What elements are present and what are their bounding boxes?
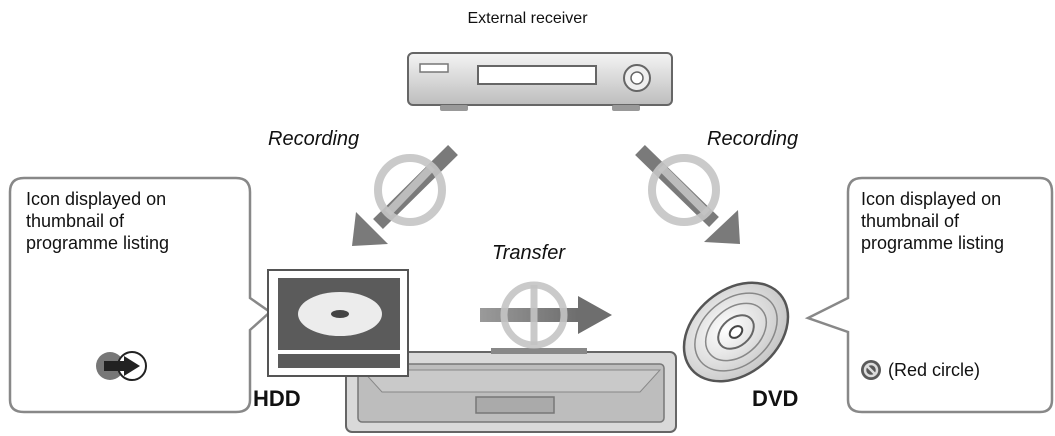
callout-left-line: thumbnail of — [26, 211, 125, 231]
callout-left — [8, 176, 273, 414]
transfer-arrow — [480, 281, 612, 349]
callout-right-line: Icon displayed on — [861, 189, 1002, 209]
hdd-icon — [267, 269, 409, 377]
dvd-disc-icon — [682, 281, 790, 383]
callout-right — [804, 176, 1054, 414]
recording-arrow-left — [352, 145, 458, 246]
callout-right-line: thumbnail of — [861, 211, 960, 231]
red-circle-label: (Red circle) — [888, 360, 981, 380]
external-receiver — [407, 52, 673, 111]
callout-left-text: Icon displayed on thumbnail of programme… — [26, 188, 169, 254]
transfer-label: Transfer — [492, 242, 565, 264]
recording-label-right: Recording — [707, 128, 799, 150]
recording-label-left: Recording — [268, 128, 360, 150]
callout-right-line: programme listing — [861, 233, 1005, 253]
receiver-label: External receiver — [467, 10, 588, 27]
recording-arrow-right — [635, 144, 740, 244]
recorder-unit — [345, 348, 677, 433]
transfer-status-icon — [96, 351, 147, 381]
callout-left-line: Icon displayed on — [26, 189, 167, 209]
callout-left-line: programme listing — [26, 233, 170, 253]
callout-right-text: Icon displayed on thumbnail of programme… — [861, 188, 1004, 254]
dvd-label: DVD — [752, 386, 799, 411]
red-circle-icon — [861, 360, 881, 380]
hdd-label: HDD — [253, 386, 301, 411]
